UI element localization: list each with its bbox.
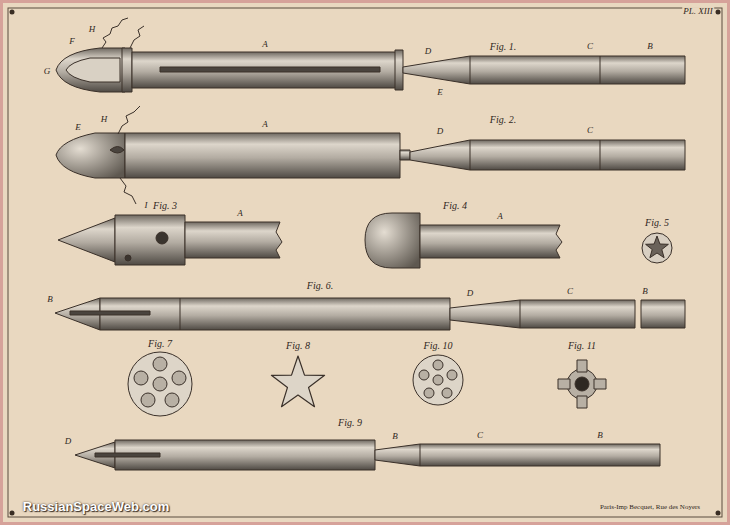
part-letter: E [436, 88, 444, 98]
part-letter: I [144, 201, 149, 211]
figure-label: Fig. 11 [567, 340, 597, 351]
figure-label: Fig. 2. [489, 114, 517, 125]
printer-imprint: Paris-Imp Becquet, Rue des Noyers [599, 504, 701, 512]
part-letter: B [646, 42, 654, 52]
figure-label: Fig. 9 [337, 417, 363, 428]
part-letter: B [46, 295, 54, 305]
part-letter: A [236, 209, 244, 219]
figure-label: Fig. 10 [423, 340, 454, 351]
watermark: RussianSpaceWeb.com [22, 500, 170, 514]
part-letter: F [68, 37, 76, 47]
part-letter: C [586, 126, 594, 136]
part-letter: G [43, 67, 52, 77]
part-letter: H [88, 25, 97, 35]
figure-label: Fig. 5 [644, 217, 670, 228]
part-letter: D [64, 437, 73, 447]
part-letter: A [261, 40, 269, 50]
part-letter: D [424, 47, 433, 57]
figure-label: Fig. 8 [285, 340, 311, 351]
part-letter: A [496, 212, 504, 222]
part-letter: E [74, 123, 82, 133]
part-letter: A [261, 120, 269, 130]
part-letter: B [391, 432, 399, 442]
part-letter: B [641, 287, 649, 297]
part-letter: C [566, 287, 574, 297]
part-letter: D [436, 127, 445, 137]
plate-number: PL. XIII [682, 7, 714, 17]
part-letter: H [100, 115, 109, 125]
figure-label: Fig. 1. [489, 41, 517, 52]
part-letter: C [586, 42, 594, 52]
part-letter: B [596, 431, 604, 441]
part-letter: C [476, 431, 484, 441]
figure-label: Fig. 7 [147, 338, 173, 349]
figure-label: Fig. 6. [306, 280, 334, 291]
part-letter: D [466, 289, 475, 299]
figure-label: Fig. 4 [442, 200, 468, 211]
figure-label: Fig. 3 [152, 200, 178, 211]
